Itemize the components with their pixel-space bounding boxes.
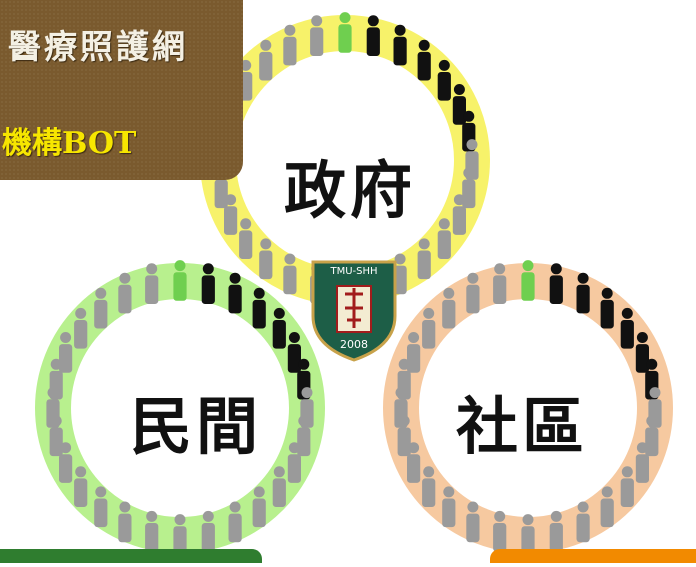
circle-label-government: 政府 xyxy=(284,154,417,227)
person-icon xyxy=(393,253,407,295)
person-icon xyxy=(417,39,431,81)
person-icon xyxy=(224,194,238,235)
person-icon xyxy=(620,466,634,507)
person-icon xyxy=(493,510,507,552)
person-icon xyxy=(283,253,297,295)
person-icon xyxy=(94,486,108,528)
emblem-shield-icon xyxy=(311,260,397,362)
person-icon xyxy=(49,358,63,400)
person-icon xyxy=(521,260,535,301)
person-icon xyxy=(252,486,266,528)
emblem-top-text: TMU-SHH xyxy=(330,266,378,277)
ring-community xyxy=(383,260,673,555)
person-icon xyxy=(74,307,88,349)
panel-subtitle: 機構BOT xyxy=(2,126,137,161)
person-icon xyxy=(145,510,159,552)
circle-label-community: 社區 xyxy=(456,390,589,463)
person-icon xyxy=(59,442,73,483)
panel-title: 醫療照護網 xyxy=(8,27,188,66)
person-icon xyxy=(228,272,242,314)
person-icon xyxy=(228,501,242,543)
person-icon xyxy=(252,287,266,329)
person-icon xyxy=(407,332,421,373)
person-icon xyxy=(452,194,466,235)
person-icon xyxy=(437,218,451,259)
person-icon xyxy=(201,510,215,552)
person-icon xyxy=(94,287,108,329)
bottom-bar-left xyxy=(0,549,262,563)
person-icon xyxy=(466,272,480,314)
person-icon xyxy=(272,466,286,507)
person-icon xyxy=(620,307,634,349)
ring-civil xyxy=(35,260,325,555)
circle-label-civil: 民間 xyxy=(130,390,263,463)
bottom-bar-right xyxy=(490,549,696,563)
person-icon xyxy=(173,514,187,555)
person-icon xyxy=(272,307,286,349)
ring-center-community xyxy=(423,303,633,513)
person-icon xyxy=(576,272,590,314)
person-icon xyxy=(338,12,352,53)
person-icon xyxy=(118,501,132,543)
person-icon xyxy=(442,287,456,329)
person-icon xyxy=(366,15,380,56)
person-icon xyxy=(600,287,614,329)
person-icon xyxy=(287,442,301,483)
person-icon xyxy=(452,84,466,125)
ring-center-civil xyxy=(75,303,285,513)
person-icon xyxy=(635,332,649,373)
person-icon xyxy=(645,415,659,457)
person-icon xyxy=(462,167,476,209)
person-icon xyxy=(173,260,187,301)
person-icon xyxy=(521,514,535,555)
title-panel: 醫療照護網 機構BOT xyxy=(0,0,243,180)
person-icon xyxy=(283,24,297,66)
school-emblem: TMU-SHH 2008 xyxy=(309,258,399,362)
person-icon xyxy=(201,263,215,304)
person-icon xyxy=(407,442,421,483)
person-icon xyxy=(118,272,132,314)
person-icon xyxy=(74,466,88,507)
ring-center-government xyxy=(240,55,450,265)
person-icon xyxy=(393,24,407,66)
person-icon xyxy=(59,332,73,373)
person-icon xyxy=(549,510,563,552)
person-icon xyxy=(239,218,253,259)
person-icon xyxy=(397,358,411,400)
person-icon xyxy=(259,39,273,81)
person-icon xyxy=(466,501,480,543)
person-icon xyxy=(145,263,159,304)
person-icon xyxy=(310,15,324,56)
person-icon xyxy=(442,486,456,528)
person-icon xyxy=(549,263,563,304)
person-icon xyxy=(417,238,431,280)
person-icon xyxy=(493,263,507,304)
person-icon xyxy=(635,442,649,483)
person-icon xyxy=(422,307,436,349)
person-icon xyxy=(600,486,614,528)
person-icon xyxy=(297,415,311,457)
person-icon xyxy=(422,466,436,507)
person-icon xyxy=(576,501,590,543)
emblem-year-text: 2008 xyxy=(340,338,368,351)
person-icon xyxy=(437,59,451,101)
person-icon xyxy=(259,238,273,280)
person-icon xyxy=(287,332,301,373)
